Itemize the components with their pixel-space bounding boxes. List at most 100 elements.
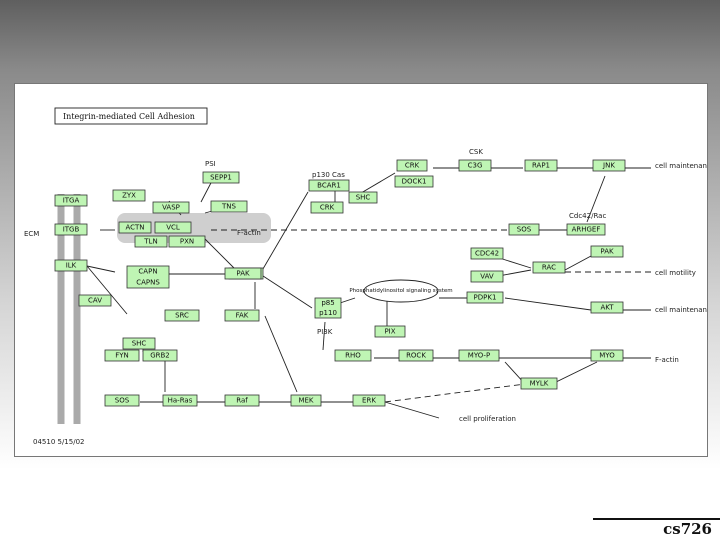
gene-label: ILK [66,262,77,270]
gene-box [54,223,88,236]
gene-node-arhgef: ARHGEF [566,223,606,236]
gene-node-rho: RHO [334,349,372,362]
cell-motility-label: cell motility [655,269,696,277]
gene-label: p85 [321,299,334,307]
gene-node-pak: PAK [590,245,624,258]
gene-label: CAV [88,297,102,305]
ecm-label: ECM [24,230,39,238]
gene-node-bcar1: BCAR1 [308,179,350,192]
gene-box [308,179,350,192]
gene-node-mylk: MYLK [520,377,558,390]
gene-node-vasp: VASP [152,201,190,214]
gene-label: Raf [236,397,248,405]
gene-label: FAK [236,312,249,320]
gene-box [142,349,178,362]
gene-box [168,235,206,248]
gene-node-sepp1: SEPP1 [202,171,240,184]
focal-complex-highlight [117,213,271,243]
gene-box [398,349,434,362]
gene-label: MYLK [530,380,549,388]
map-id-label: 04510 5/15/02 [33,438,84,446]
gene-label: TNS [221,203,237,211]
diagram-title: Integrin-mediated Cell Adhesion [63,112,195,121]
gene-box [224,267,262,280]
gene-box [566,223,606,236]
gene-box [466,291,504,304]
gene-node-crk2: CRK [396,159,428,172]
gene-label: ARHGEF [572,226,601,234]
diagram-title-box: Integrin-mediated Cell Adhesion [54,107,208,125]
gene-node-rock: ROCK [398,349,434,362]
gene-label: VAV [480,273,494,281]
gene-node-fak2: FAK [224,309,260,322]
gene-node-cav: CAV [78,294,112,307]
gene-box [508,223,540,236]
gene-label: SRC [175,312,189,320]
gene-node-mek: MEK [290,394,322,407]
gene-label: SHC [356,194,371,202]
gene-node-p85: p85 p110 [314,297,342,319]
pi3k-label: PI3K [317,328,333,336]
gene-box [470,247,504,260]
gene-node-tln: TLN [134,235,168,248]
gene-label: BCAR1 [317,182,341,190]
gene-box [524,159,558,172]
gene-node-itgb: ITGB [54,223,88,236]
gene-box [104,394,140,407]
gene-label: ROCK [406,352,426,360]
gene-box [470,270,504,283]
gene-label: TLN [143,238,157,246]
gene-label: VASP [162,204,180,212]
gene-box [78,294,112,307]
gene-box [126,265,170,289]
gene-node-mlc: MYO-P [458,349,500,362]
gene-box [224,309,260,322]
gene-label: PDPK1 [474,294,497,302]
gene-node-myo: MYO [590,349,624,362]
gene-label: SEPP1 [210,174,232,182]
gene-box [152,201,190,214]
gene-label: SOS [115,397,130,405]
psi-label: PSI [205,160,216,168]
cdc42-rac-label: Cdc42/Rac [569,212,606,220]
gene-node-vav: VAV [470,270,504,283]
gene-label: GRB2 [150,352,170,360]
p130cas-label: p130 Cas [312,171,345,179]
gene-node-actn: ACTN [118,221,152,234]
gene-box [310,201,344,214]
gene-label: ERK [362,397,376,405]
gene-node-pak2: PAK [224,267,262,280]
gene-box [104,349,140,362]
gene-box [210,200,248,213]
gene-node-cdc42: CDC42 [470,247,504,260]
gene-box [590,301,624,314]
gene-box [592,159,626,172]
gene-label: p110 [319,309,337,317]
csk-label: CSK [469,148,483,156]
pathway-canvas: Integrin-mediated Cell Adhesion [24,107,707,446]
gene-box [54,194,88,207]
gene-box [394,175,434,188]
gene-node-rap1: RAP1 [524,159,558,172]
pathway-diagram: Integrin-mediated Cell Adhesion [14,83,708,457]
gene-box [352,394,386,407]
gene-label: JNK [602,162,615,170]
gene-label: ZYX [122,192,136,200]
gene-node-akt: AKT [590,301,624,314]
gene-box [334,349,372,362]
gene-box [202,171,240,184]
footer-rule [593,518,720,520]
phosphatidylinositol-label: Phosphatidylinositol signaling system [349,288,452,294]
gene-node-zyx: ZYX [112,189,146,202]
gene-box [122,337,156,350]
gene-box [520,377,558,390]
slide-title-bar [0,0,720,64]
gene-label: PXN [180,238,194,246]
gene-label: RAC [542,264,556,272]
gene-label: VCL [166,224,180,232]
gene-box [118,221,152,234]
gene-node-pixx: PIX [374,325,406,338]
gene-label: RHO [345,352,361,360]
